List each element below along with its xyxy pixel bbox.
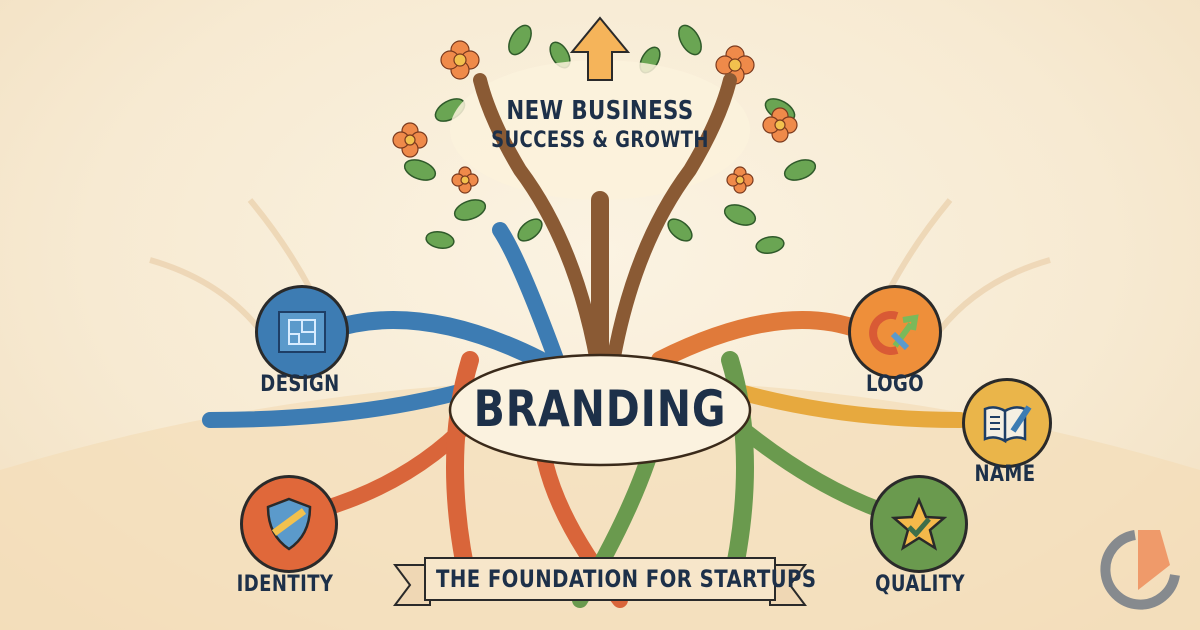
shield-icon bbox=[266, 497, 312, 551]
name-label: NAME bbox=[974, 462, 1036, 487]
trunk bbox=[473, 73, 737, 389]
name-pillar bbox=[962, 378, 1052, 468]
logo-pillar bbox=[848, 285, 942, 379]
up-arrow-icon bbox=[569, 16, 631, 81]
quality-label: QUALITY bbox=[875, 572, 965, 597]
identity-pillar bbox=[240, 475, 338, 573]
design-label: DESIGN bbox=[260, 372, 340, 397]
blueprint-icon bbox=[278, 311, 326, 353]
flowers bbox=[392, 40, 798, 194]
logo-label: LOGO bbox=[866, 372, 924, 397]
design-pillar bbox=[255, 285, 349, 379]
star-check-icon bbox=[891, 497, 947, 551]
brand-logo-icon bbox=[1100, 530, 1180, 610]
center-ellipse bbox=[448, 353, 752, 467]
quality-pillar bbox=[870, 475, 968, 573]
book-pencil-icon bbox=[983, 405, 1032, 444]
banner-text: THE FOUNDATION FOR STARTUPS bbox=[436, 565, 817, 593]
headline-line2: SUCCESS & GROWTH bbox=[491, 128, 709, 153]
identity-label: IDENTITY bbox=[236, 572, 334, 597]
headline-line1: NEW BUSINESS bbox=[506, 96, 694, 126]
logo-arrows-icon bbox=[869, 311, 919, 355]
center-title: BRANDING bbox=[473, 380, 727, 438]
banner bbox=[393, 557, 807, 606]
